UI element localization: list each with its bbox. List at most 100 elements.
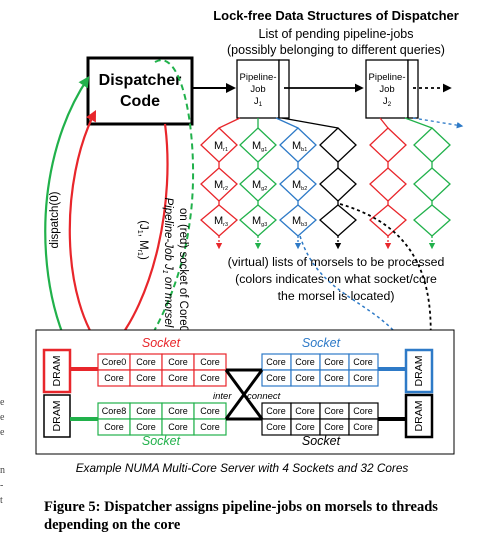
svg-text:Core: Core [295,406,315,416]
dram-green: DRAM [43,394,71,438]
svg-text:Core: Core [104,373,124,383]
svg-text:Core: Core [168,422,188,432]
pipeline-job-2: Pipeline- Job J2 [365,59,419,119]
red-assign-arrow [108,123,169,352]
margin-fragment: e [0,397,5,408]
svg-text:Core: Core [104,422,124,432]
socket-label-red: Socket [142,336,181,350]
morsel-note-2: (colors indicates on what socket/core [235,272,437,286]
dram-black: DRAM [404,393,434,439]
structures-title: Lock-free Data Structures of Dispatcher [213,8,459,23]
margin-fragment: t [0,495,3,506]
morsel-r1: Mr1 [214,140,228,153]
pipeline-job-1: Pipeline- Job J1 [236,59,290,119]
morsel-g1: Mg1 [252,140,267,153]
svg-text:J1: J1 [254,96,263,108]
svg-text:J2: J2 [383,96,392,108]
morsel-b2: Mb2 [292,179,307,192]
morsel-b3: Mb3 [292,215,307,228]
dram-red: DRAM [42,348,72,394]
svg-text:Job: Job [250,84,265,95]
interconnect [224,368,264,421]
svg-text:Core: Core [295,373,315,383]
morsel-r2: Mr2 [214,179,228,192]
dispatcher-label-1: Dispatcher [99,72,182,89]
svg-text:Core: Core [353,422,373,432]
svg-text:Core: Core [200,357,220,367]
green-dashed-arrow [110,59,195,394]
svg-text:Core: Core [200,373,220,383]
svg-text:DRAM: DRAM [413,401,425,432]
assign-label-2: on (red) socket of Core0 [177,208,189,332]
morsel-note-3: the morsel is located) [278,289,395,303]
morsel-r3: Mr3 [214,215,228,228]
svg-text:Core: Core [266,357,286,367]
dispatcher-code-box [86,56,194,126]
svg-text:Core: Core [136,357,156,367]
svg-text:Core: Core [295,357,315,367]
svg-text:DRAM: DRAM [51,401,63,432]
morsel-g3: Mg3 [252,215,267,228]
structures-subtitle-1: List of pending pipeline-jobs [259,27,414,41]
svg-text:Core: Core [324,357,344,367]
figure-label: Figure 5: [44,499,101,515]
black-dashed-curve [339,203,432,394]
svg-text:Core8: Core8 [102,406,127,416]
interconnect-label-2: connect [247,391,281,402]
svg-text:Core: Core [168,357,188,367]
svg-text:Core: Core [200,406,220,416]
morsel-g2: Mg2 [252,179,267,192]
dram-blue: DRAM [404,348,434,394]
svg-text:Core: Core [168,406,188,416]
svg-text:Core: Core [353,373,373,383]
svg-text:Core: Core [200,422,220,432]
structures-subtitle-2: (possibly belonging to different queries… [227,43,445,57]
margin-fragment: e [0,427,5,438]
svg-text:Core: Core [136,406,156,416]
morsel-list-job2-red [369,117,407,250]
assign-label-1: Pipeline-Job J1 on morsel Mr [161,198,174,344]
morsel-list-red [200,117,241,250]
figure-caption: Figure 5: Dispatcher assigns pipeline-jo… [44,498,484,534]
socket-black-cores [261,402,379,436]
svg-text:Core: Core [353,357,373,367]
svg-text:DRAM: DRAM [413,356,425,387]
svg-text:Core: Core [295,422,315,432]
svg-text:Core: Core [136,422,156,432]
red-dispatch-arrow [68,110,105,353]
svg-text:Core: Core [266,373,286,383]
svg-text:Core: Core [266,422,286,432]
svg-text:Core: Core [324,422,344,432]
svg-text:Core: Core [324,406,344,416]
morsel-note-1: (virtual) lists of morsels to be process… [228,255,445,269]
svg-text:Core: Core [353,406,373,416]
core-labels: Core0 Core Core Core Core Core Core Core… [102,357,373,432]
svg-text:Core: Core [324,373,344,383]
svg-text:Core0: Core0 [102,357,127,367]
margin-fragment: n [0,465,5,476]
socket-label-green: Socket [142,434,181,448]
socket-red-cores [97,353,227,387]
morsel-list-job2-green [404,117,451,250]
morsel-list-blue [275,117,317,250]
socket-green-cores [97,402,227,436]
svg-text:Core: Core [266,406,286,416]
svg-text:Core: Core [168,373,188,383]
morsel-list-black [281,117,357,250]
svg-text:Pipeline-: Pipeline- [240,72,277,83]
dispatch-label: dispatch(0) [49,191,61,248]
morsel-b1: Mb1 [292,140,307,153]
morsel-list-green [239,118,277,250]
interconnect-label-1: inter [213,391,232,402]
margin-fragment: e [0,412,5,423]
job2-blue-dashed-arrow [412,117,464,129]
svg-text:DRAM: DRAM [51,356,63,387]
server-caption: Example NUMA Multi-Core Server with 4 So… [76,461,409,475]
svg-text:Pipeline-: Pipeline- [369,72,406,83]
margin-fragment: - [0,480,4,491]
socket-blue-cores [261,353,379,387]
dispatcher-label-2: Code [120,93,160,110]
svg-text:Core: Core [136,373,156,383]
socket-label-blue: Socket [302,336,341,350]
